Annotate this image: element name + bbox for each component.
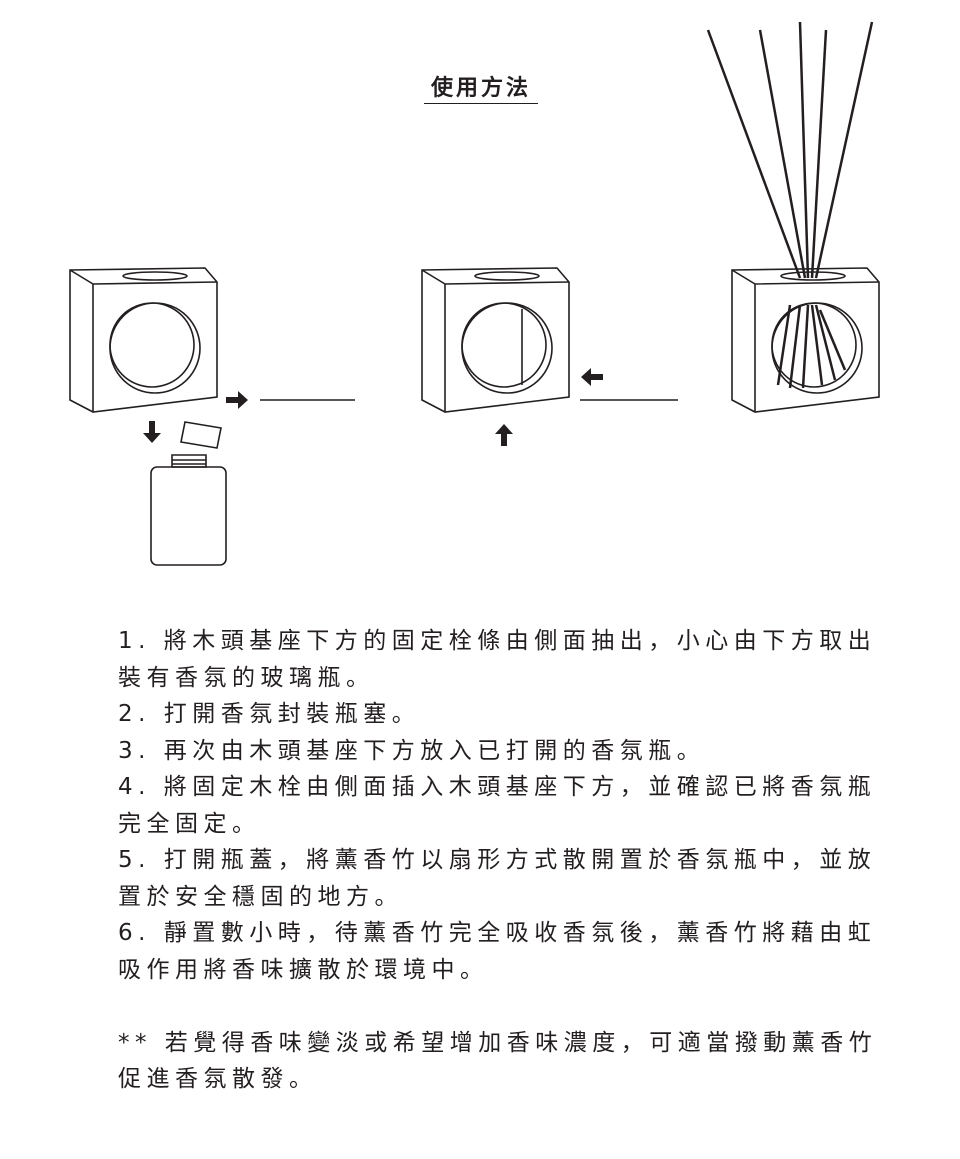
usage-illustration: [69, 21, 880, 566]
arrow-up-icon: [495, 424, 513, 446]
fragrance-bottle: [150, 454, 227, 566]
title-underline: [424, 103, 538, 104]
note-line-2: 促進香氛散發。: [118, 1066, 318, 1092]
step-4-line-1: 4. 將固定木栓由側面插入木頭基座下方，並確認已將香氛瓶: [118, 774, 877, 800]
step-1-line-2: 裝有香氛的玻璃瓶。: [118, 664, 375, 691]
step-4-line-2: 完全固定。: [118, 810, 261, 837]
arrow-left-icon: [581, 368, 603, 386]
step-6-line-2: 吸作用將香味擴散於環境中。: [118, 956, 489, 983]
step-3: 3. 再次由木頭基座下方放入已打開的香氛瓶。: [118, 737, 706, 764]
bottle-cap: [180, 421, 222, 449]
instruction-list: 1. 將木頭基座下方的固定栓條由側面抽出，小心由下方取出 裝有香氛的玻璃瓶。 2…: [118, 623, 877, 1098]
step-2: 2. 打開香氛封裝瓶塞。: [118, 701, 421, 727]
step-5-line-1: 5. 打開瓶蓋，將薰香竹以扇形方式散開置於香氛瓶中，並放: [118, 847, 877, 873]
wooden-base-empty: [69, 267, 218, 413]
note-line-1: ** 若覺得香味變淡或希望增加香味濃度，可適當撥動薰香竹: [118, 1029, 878, 1056]
step-1-line-1: 1. 將木頭基座下方的固定栓條由側面抽出，小心由下方取出: [118, 628, 877, 654]
wooden-base-with-bottle: [421, 267, 570, 413]
arrow-down-icon: [143, 421, 161, 443]
step-6-line-1: 6. 靜置數小時，待薰香竹完全吸收香氛後，薰香竹將藉由虹: [118, 920, 877, 946]
arrow-right-icon: [226, 391, 248, 409]
page-title: 使用方法: [430, 76, 531, 101]
reed-sticks: [706, 21, 874, 389]
step-5-line-2: 置於安全穩固的地方。: [118, 883, 403, 910]
